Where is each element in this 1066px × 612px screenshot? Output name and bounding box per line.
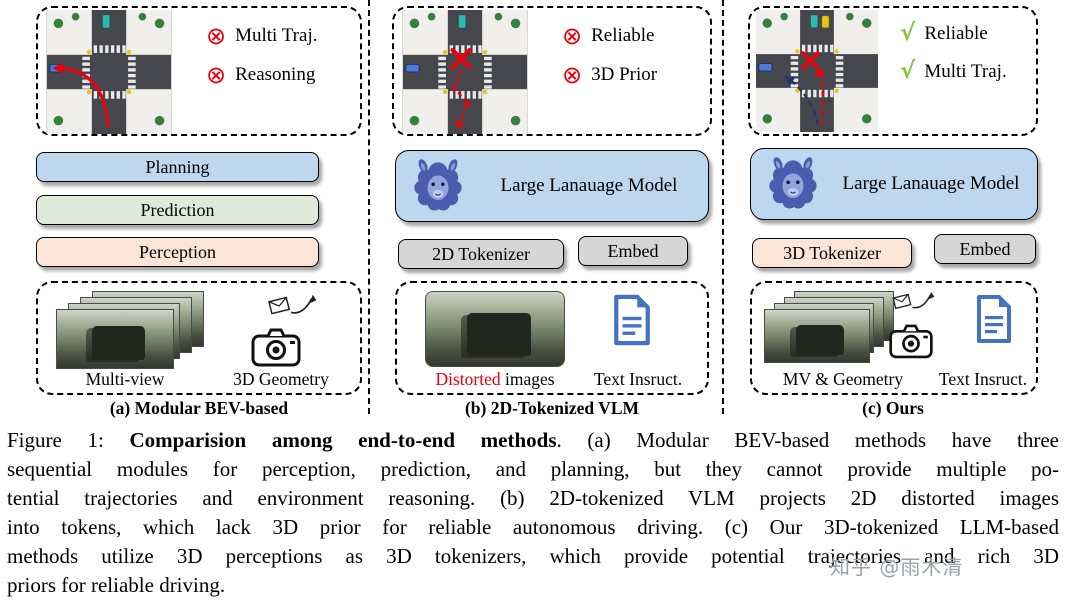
panel-divider	[368, 0, 370, 414]
panel-caption-b: (b) 2D-Tokenized VLM	[464, 398, 640, 418]
llm-label: Large Lanauage Model	[842, 173, 1020, 194]
llama-icon	[414, 159, 462, 211]
input-box-b: Distorted images Text Insruct.	[395, 281, 709, 395]
badge-3d-prior: ⊗ 3D Prior	[562, 63, 657, 87]
intersection-image	[402, 10, 528, 134]
caption-line: into tokens, which lack 3D prior for rel…	[7, 515, 1059, 539]
tokenizer-label: 3D Tokenizer	[783, 242, 881, 263]
scene-box-a: ⊗ Multi Traj. ⊗ Reasoning	[36, 6, 362, 136]
input-label-text-instruct: Text Insruct.	[593, 369, 683, 389]
figure-caption: Figure 1: Comparision among end-to-end m…	[7, 426, 1059, 600]
module-label: Planning	[145, 156, 210, 177]
tokenizer-label: 2D Tokenizer	[432, 243, 530, 264]
cross-circle-icon: ⊗	[206, 61, 227, 89]
input-label-multiview: Multi-view	[85, 369, 165, 389]
llm-box-c: Large Lanauage Model	[750, 148, 1038, 220]
tokenizer-box-2d: 2D Tokenizer	[398, 239, 564, 269]
images-word: images	[500, 369, 555, 389]
photo	[56, 309, 174, 369]
embed-label: Embed	[607, 240, 659, 261]
cross-circle-icon: ⊗	[562, 61, 583, 89]
intersection-image	[46, 10, 172, 134]
document-icon	[977, 295, 1011, 343]
embed-box: Embed	[934, 234, 1036, 264]
badge-label: Reasoning	[235, 64, 316, 85]
badge-multi-traj: ⊗ Multi Traj.	[206, 24, 317, 48]
caption-bold-title: Comparision among end-to-end methods	[129, 428, 557, 452]
embed-label: Embed	[959, 238, 1011, 259]
module-label: Perception	[139, 241, 216, 262]
panel-caption-a: (a) Modular BEV-based	[109, 398, 289, 418]
multiview-photos	[764, 291, 904, 365]
badge-label: Reliable	[924, 22, 988, 44]
module-label: Prediction	[140, 199, 215, 220]
caption-line1-rest: . (a) Modular BEV-based methods have thr…	[556, 428, 1060, 452]
tokenizer-box-3d: 3D Tokenizer	[752, 238, 912, 268]
caption-line: tential trajectories and environment rea…	[7, 486, 1059, 510]
badge-label: Multi Traj.	[924, 60, 1007, 82]
scene-box-c: √ Reliable √ Multi Traj.	[748, 6, 1038, 136]
input-label-distorted: Distorted images	[415, 369, 575, 390]
photo	[764, 309, 870, 363]
distorted-photo	[425, 291, 565, 367]
module-prediction: Prediction	[36, 195, 319, 225]
module-perception: Perception	[36, 237, 319, 267]
document-icon	[614, 294, 650, 346]
badge-label: Reliable	[591, 25, 655, 46]
llama-icon	[769, 157, 817, 209]
multiview-photos	[56, 291, 216, 371]
panel-divider	[722, 0, 724, 414]
panel-caption-c: (c) Ours	[862, 398, 924, 418]
input-box-a: Multi-view 3D Geometry	[36, 281, 362, 395]
llm-box-b: Large Lanauage Model	[395, 150, 709, 222]
check-icon: √	[900, 20, 916, 46]
caption-prefix: Figure 1:	[7, 428, 130, 452]
module-planning: Planning	[36, 152, 319, 182]
badge-reliable: √ Reliable	[900, 22, 1007, 45]
llm-label: Large Lanauage Model	[500, 175, 678, 196]
caption-line: Figure 1: Comparision among end-to-end m…	[7, 426, 1059, 455]
caption-line: sequential modules for perception, predi…	[7, 457, 1059, 481]
input-label-text-instruct: Text Insruct.	[938, 369, 1028, 389]
badge-label: Multi Traj.	[235, 25, 318, 46]
cross-circle-icon: ⊗	[206, 22, 227, 50]
embed-box: Embed	[578, 236, 688, 266]
mail-send-icon	[892, 291, 935, 310]
mail-send-icon	[268, 294, 317, 315]
camera-icon	[889, 324, 933, 359]
badge-reliable: ⊗ Reliable	[562, 24, 657, 48]
cross-circle-icon: ⊗	[562, 22, 583, 50]
camera-icon	[251, 328, 301, 367]
intersection-image	[756, 10, 878, 132]
badge-reasoning: ⊗ Reasoning	[206, 63, 317, 87]
badge-label: 3D Prior	[591, 64, 658, 85]
input-label-mv-geometry: MV & Geometry	[782, 369, 904, 389]
badge-multi-traj: √ Multi Traj.	[900, 60, 1007, 83]
input-box-c: MV & Geometry Text Insruct.	[750, 281, 1038, 395]
caption-line: priors for reliable driving.	[7, 573, 226, 597]
input-label-3d-geometry: 3D Geometry	[233, 369, 329, 389]
distorted-word: Distorted	[435, 369, 501, 389]
check-icon: √	[900, 58, 916, 84]
caption-line: methods utilize 3D perceptions as 3D tok…	[7, 544, 1059, 568]
scene-box-b: ⊗ Reliable ⊗ 3D Prior	[392, 6, 712, 136]
